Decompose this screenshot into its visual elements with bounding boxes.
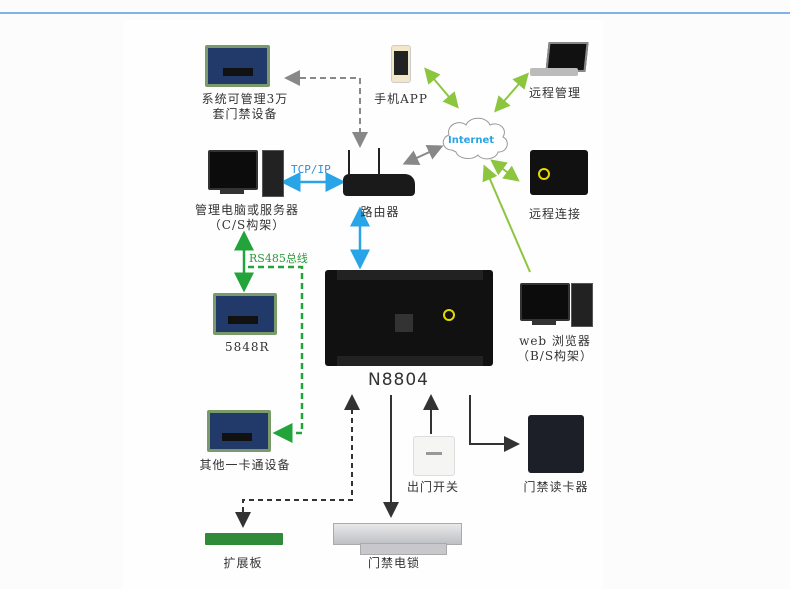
internet-label: Internet: [448, 135, 495, 146]
header-divider: [0, 12, 790, 14]
card-reader-label: 门禁读卡器: [523, 480, 589, 494]
router-label: 路由器: [360, 205, 400, 219]
web-tower-icon: [571, 283, 593, 327]
phone-icon: [391, 45, 411, 83]
expansion-board-image: [205, 533, 283, 545]
pc-stand-icon: [220, 189, 244, 194]
card-reader-image: [528, 415, 584, 473]
web-browser-label: web 浏览器 （B/S构架）: [516, 334, 594, 363]
link-phone-internet: [424, 67, 459, 109]
pc-server-label: 管理电脑或服务器 （C/S构架）: [194, 203, 299, 232]
laptop-base-icon: [530, 68, 578, 76]
link-laptop-internet: [494, 72, 529, 113]
n8804-controller-image: [325, 270, 493, 366]
rs485-label: RS485总线: [249, 252, 308, 265]
link-controller-expansion: [235, 394, 360, 528]
internet-cloud-icon: [442, 117, 508, 160]
web-stand-icon: [532, 320, 556, 325]
system-boards-label: 系统可管理3万 套门禁设备: [201, 92, 289, 121]
expansion-board-label: 扩展板: [223, 556, 263, 570]
pc-monitor-icon: [208, 150, 258, 190]
door-lock-body: [360, 543, 447, 555]
board-5848r-label: 5848R: [225, 340, 270, 354]
n8804-label: N8804: [368, 370, 429, 390]
door-lock-label: 门禁电锁: [367, 556, 420, 570]
phone-app-label: 手机APP: [374, 92, 428, 106]
internet-node: Internet: [448, 128, 508, 147]
link-web-internet: [482, 164, 531, 273]
other-card-board-image: [207, 410, 271, 452]
remote-connect-label: 远程连接: [528, 207, 581, 221]
exit-button-label: 出门开关: [406, 480, 459, 494]
remote-mgmt-label: 远程管理: [528, 86, 581, 100]
remote-board-image: [530, 150, 588, 195]
system-board-image: [205, 45, 270, 87]
tcp-ip-label: TCP/IP: [291, 163, 331, 176]
exit-button-image: [413, 436, 455, 476]
board-5848r-image: [213, 293, 277, 335]
other-card-label: 其他一卡通设备: [199, 458, 291, 472]
link-controller-reader: [469, 395, 520, 452]
link-router-internet: [402, 144, 444, 166]
pc-tower-icon: [262, 150, 284, 197]
link-remote-internet: [490, 159, 520, 182]
door-lock-image: [333, 523, 462, 545]
link-boards-router: [284, 70, 368, 148]
web-monitor-icon: [520, 283, 570, 321]
router-antenna-right: [378, 148, 380, 175]
router-icon: [343, 174, 415, 196]
router-antenna-left: [348, 150, 350, 175]
